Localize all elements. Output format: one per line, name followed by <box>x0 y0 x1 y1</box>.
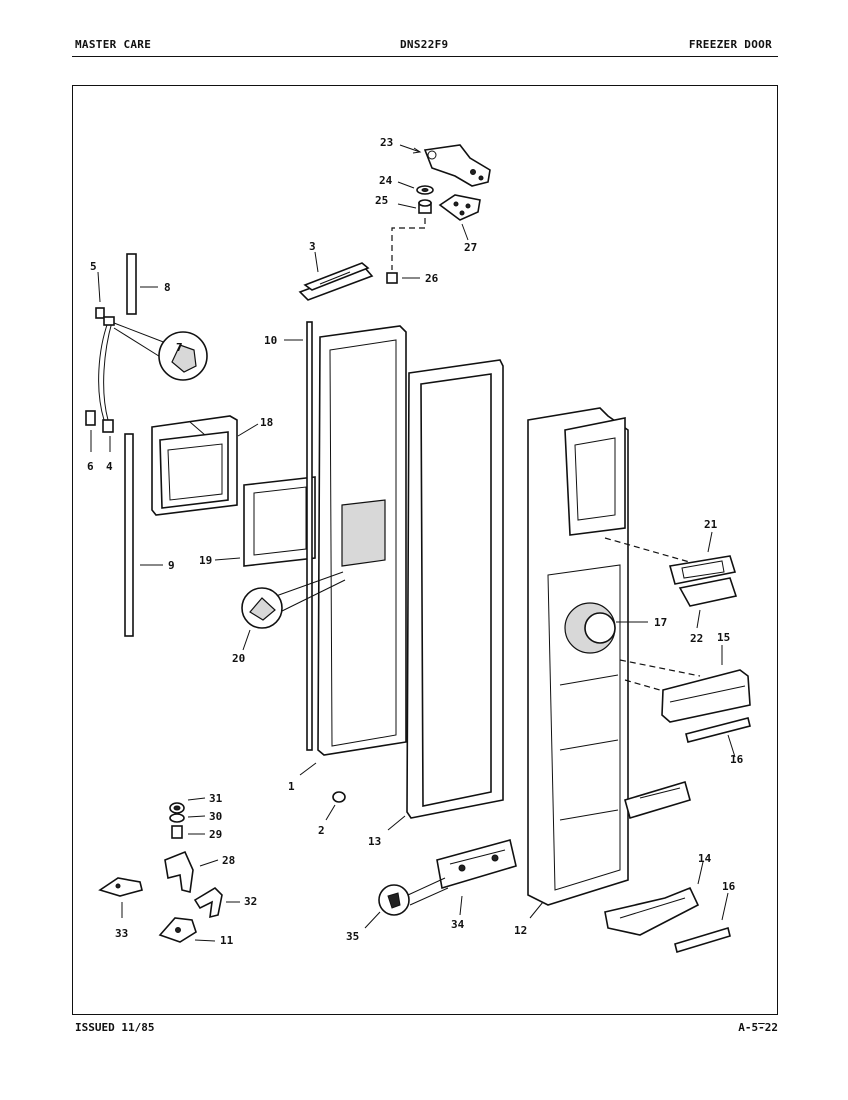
part-4-wire-harness[interactable] <box>98 316 115 433</box>
part-21-dispenser-tray[interactable] <box>668 555 737 585</box>
callout-12: 12 <box>514 924 527 937</box>
callout-16a: 16 <box>730 753 744 766</box>
part-35-screw-detail[interactable] <box>378 884 410 916</box>
header-section: FREEZER DOOR <box>688 38 772 51</box>
part-2-plug[interactable] <box>332 791 346 803</box>
header-model: DNS22F9 <box>400 38 449 51</box>
callout-8: 8 <box>164 281 171 294</box>
part-27-hinge-plate[interactable] <box>438 194 481 221</box>
page-number: A-5̅-22 <box>738 1021 778 1034</box>
callout-11: 11 <box>220 934 234 947</box>
part-20-knob-detail[interactable] <box>241 587 283 629</box>
callout-17: 17 <box>654 616 667 629</box>
part-22-grille[interactable] <box>678 577 738 607</box>
callout-13: 13 <box>368 835 381 848</box>
callout-22: 22 <box>690 632 703 645</box>
part-30-washer[interactable] <box>169 813 185 823</box>
part-3-handle-bracket[interactable] <box>298 262 374 301</box>
issue-date: ISSUED 11/85 <box>75 1021 155 1034</box>
part-5-switch[interactable] <box>95 307 105 319</box>
header-brand: MASTER CARE <box>75 38 152 51</box>
callout-14: 14 <box>698 852 712 865</box>
part-29-bushing[interactable] <box>171 825 183 839</box>
part-16-bin-trim-lower[interactable] <box>674 926 731 954</box>
part-23-top-hinge[interactable] <box>423 144 491 187</box>
callout-23: 23 <box>380 136 393 149</box>
part-12-outer-door[interactable] <box>527 407 629 906</box>
callout-3: 3 <box>309 240 316 253</box>
part-7-connector-detail[interactable] <box>158 331 208 381</box>
part-10-rod[interactable] <box>306 321 313 751</box>
callout-33: 33 <box>115 927 128 940</box>
part-31-nut[interactable] <box>169 802 185 814</box>
part-1-door-liner[interactable] <box>317 325 407 756</box>
part-18-housing[interactable] <box>151 415 238 516</box>
part-6-terminal[interactable] <box>85 410 96 426</box>
part-8-trim-strip[interactable] <box>126 253 137 315</box>
callout-34: 34 <box>451 918 465 931</box>
callout-7: 7 <box>176 341 183 354</box>
callout-15: 15 <box>717 631 730 644</box>
part-16-bin-trim-upper[interactable] <box>685 717 751 743</box>
callout-6: 6 <box>87 460 94 473</box>
callout-29: 29 <box>209 828 222 841</box>
callout-18: 18 <box>260 416 273 429</box>
callout-16b: 16 <box>722 880 736 893</box>
part-dispenser-rail[interactable] <box>624 780 691 820</box>
callout-4: 4 <box>106 460 113 473</box>
callout-2: 2 <box>318 824 325 837</box>
callout-10: 10 <box>264 334 277 347</box>
part-32-clip[interactable] <box>193 886 223 919</box>
callout-25: 25 <box>375 194 388 207</box>
callout-32: 32 <box>244 895 257 908</box>
part-9-trim-strip[interactable] <box>124 433 134 637</box>
part-26-pin[interactable] <box>386 272 398 284</box>
callout-20: 20 <box>232 652 245 665</box>
part-28-bottom-bracket[interactable] <box>164 850 194 893</box>
part-14-lower-bin[interactable] <box>604 886 700 936</box>
callout-19: 19 <box>199 554 212 567</box>
part-33-bottom-hinge[interactable] <box>98 877 143 897</box>
part-13-door-gasket[interactable] <box>406 359 504 819</box>
part-24-washer[interactable] <box>416 185 434 195</box>
diagram-frame <box>72 85 778 1015</box>
callout-5: 5 <box>90 260 97 273</box>
part-11-cam[interactable] <box>158 917 197 943</box>
header-rule <box>72 56 778 57</box>
callout-24: 24 <box>379 174 393 187</box>
part-19-cover-panel[interactable] <box>243 476 316 567</box>
callout-30: 30 <box>209 810 222 823</box>
callout-21: 21 <box>704 518 718 531</box>
callout-35: 35 <box>346 930 359 943</box>
part-15-door-bin[interactable] <box>661 669 751 723</box>
callout-28: 28 <box>222 854 235 867</box>
part-25-bushing[interactable] <box>418 199 432 214</box>
part-34-handle[interactable] <box>436 839 517 890</box>
callout-31: 31 <box>209 792 223 805</box>
callout-9: 9 <box>168 559 175 572</box>
callout-1: 1 <box>288 780 295 793</box>
callout-26: 26 <box>425 272 439 285</box>
callout-27: 27 <box>464 241 477 254</box>
